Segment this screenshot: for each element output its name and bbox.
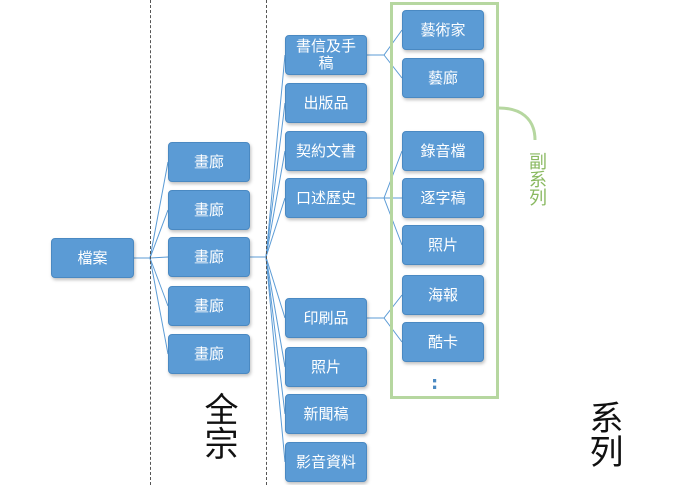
- subseries-node: 逐字稿: [402, 178, 484, 218]
- connector-fonds-series-6: [265, 256, 286, 368]
- subseries-label: 副系列: [526, 152, 547, 206]
- series-node: 印刷品: [285, 298, 367, 338]
- series-node-label-line: 口述歷史: [295, 188, 356, 207]
- subseries-container: [390, 2, 499, 399]
- fonds-node-label: 畫廊: [193, 152, 224, 171]
- connector-root-fonds-5: [149, 257, 169, 355]
- connector-fonds-series-4: [265, 197, 286, 258]
- subseries-node-label: 酷卡: [427, 332, 458, 351]
- series-node-label-line: 影音資料: [295, 452, 356, 471]
- subseries-node-label: 錄音檔: [420, 141, 466, 160]
- fonds-label: 全宗: [198, 392, 238, 460]
- connector-root-fonds-3: [149, 256, 169, 259]
- series-node: 書信及手 稿: [285, 35, 367, 75]
- series-node-label-line: 出版品: [303, 93, 349, 112]
- connector-root-fonds-1: [134, 161, 169, 259]
- fonds-node: 畫廊: [168, 190, 250, 230]
- subseries-node: 藝廊: [402, 58, 484, 98]
- subseries-node-label: 逐字稿: [420, 188, 466, 207]
- series-node: 新聞稿: [285, 394, 367, 434]
- fonds-node-label: 畫廊: [193, 296, 224, 315]
- subseries-node: 海報: [402, 275, 484, 315]
- connector-series-subseries-2: [383, 54, 403, 79]
- connector-fonds-series-2: [265, 102, 286, 258]
- series-node-label-line: 新聞稿: [303, 404, 349, 423]
- fonds-node-label: 畫廊: [193, 344, 224, 363]
- subseries-node: 酷卡: [402, 322, 484, 362]
- subseries-node-label: 藝術家: [420, 20, 466, 39]
- connector-fonds-series-5: [265, 256, 286, 319]
- subseries-node: 錄音檔: [402, 131, 484, 171]
- subseries-node: 照片: [402, 225, 484, 265]
- subseries-node: 藝術家: [402, 10, 484, 50]
- series-node: 出版品: [285, 83, 367, 123]
- subseries-node-label: 海報: [427, 285, 458, 304]
- divider-right: [266, 0, 267, 485]
- fonds-node-label: 畫廊: [193, 200, 224, 219]
- fonds-node-label: 畫廊: [193, 247, 224, 266]
- series-node-label-line: 印刷品: [303, 308, 349, 327]
- subseries-node-label: 藝廊: [427, 68, 458, 87]
- root-node: 檔案: [51, 238, 134, 278]
- connector-fonds-series-8: [265, 256, 286, 463]
- fonds-node: 畫廊: [168, 286, 250, 326]
- connector-fonds-series-1: [250, 54, 286, 258]
- series-node: 契約文書: [285, 131, 367, 171]
- connector-fonds-series-3: [265, 150, 286, 258]
- series-node: 照片: [285, 347, 367, 387]
- connector-root-fonds-4: [149, 257, 169, 307]
- connector-root-fonds-2: [149, 209, 169, 259]
- fonds-node: 畫廊: [168, 334, 250, 374]
- series-node-label-line: 書信及手: [295, 37, 356, 55]
- fonds-node: 畫廊: [168, 142, 250, 182]
- series-node-label-line: 契約文書: [295, 141, 356, 160]
- connector-fonds-series-7: [265, 256, 286, 415]
- series-label: 系列: [583, 400, 623, 468]
- ellipsis-indicator: :: [431, 373, 439, 394]
- series-node: 口述歷史: [285, 178, 367, 218]
- divider-left: [150, 0, 151, 485]
- root-node-label: 檔案: [77, 248, 108, 267]
- series-node-label-line: 照片: [310, 357, 341, 376]
- subseries-bracket: [498, 106, 537, 141]
- connector-series-subseries-5: [383, 197, 403, 246]
- subseries-node-label: 照片: [427, 235, 458, 254]
- connector-series-subseries-7: [383, 317, 403, 343]
- series-node-label-line: 稿: [318, 54, 334, 72]
- fonds-node: 畫廊: [168, 237, 250, 277]
- series-node: 影音資料: [285, 442, 367, 482]
